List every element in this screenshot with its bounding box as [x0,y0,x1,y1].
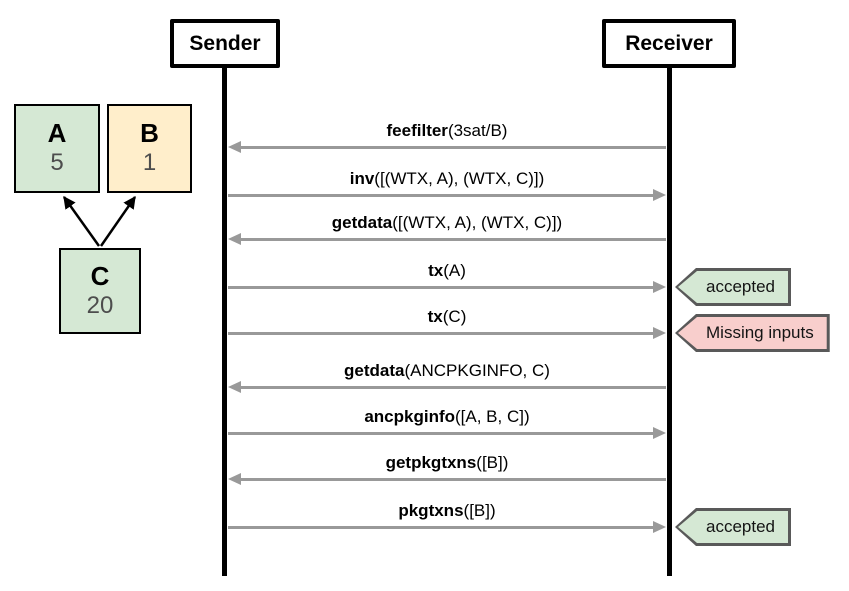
message-name: getpkgtxns [385,453,477,472]
message-name: ancpkginfo [364,407,456,426]
message-arrow-to-sender [228,473,666,485]
lifeline-sender [222,67,227,576]
dependency-arrow-C-B [99,195,137,247]
arrowhead-icon [228,381,241,393]
message-args: ([A, B, C]) [455,407,530,426]
message-label-getdata: getdata(ANCPKGINFO, C) [227,358,667,384]
message-name: tx [427,307,443,326]
message-args: ([B]) [476,453,509,472]
arrowhead-icon [653,189,666,201]
arrow-shaft [228,432,655,435]
message-arrow-to-receiver [228,327,666,339]
message-args: (A) [443,261,466,280]
message-label-pkgtxns: pkgtxns([B]) [227,498,667,524]
message-label-ancpkginfo: ancpkginfo([A, B, C]) [227,404,667,430]
lifeline-receiver [667,67,672,576]
status-badge-label: accepted [678,271,788,303]
message-label-tx: tx(C) [227,304,667,330]
tx-node-fee-value: 5 [50,149,64,177]
arrowhead-icon [653,521,666,533]
message-arrow-to-sender [228,381,666,393]
message-label-getdata: getdata([(WTX, A), (WTX, C)]) [227,210,667,236]
actor-label-sender: Sender [189,31,261,55]
message-arrow-to-receiver [228,521,666,533]
arrow-shaft [228,526,655,529]
message-arrow-to-receiver [228,427,666,439]
actor-box-receiver: Receiver [602,19,736,68]
tx-node-fee-value: 20 [86,291,114,319]
message-args: (3sat/B) [447,121,508,140]
status-badge-error: Missing inputs [675,314,830,352]
arrow-shaft [228,332,655,335]
message-arrow-to-receiver [228,189,666,201]
message-name: getdata [331,213,393,232]
status-badge-label: accepted [678,511,788,543]
message-name: pkgtxns [398,501,464,520]
tx-node-label: C [90,260,110,291]
message-args: ([B]) [463,501,496,520]
arrow-shaft [228,194,655,197]
status-badge-success: accepted [675,268,791,306]
arrowhead-icon [653,427,666,439]
message-label-getpkgtxns: getpkgtxns([B]) [227,450,667,476]
status-badge-label: Missing inputs [678,317,827,349]
arrow-shaft [239,146,666,149]
tx-node-label: A [47,118,67,149]
actor-box-sender: Sender [170,19,280,68]
arrowhead-icon [228,473,241,485]
status-badge-success: accepted [675,508,791,546]
message-name: getdata [344,361,405,380]
message-args: ([(WTX, A), (WTX, C)]) [392,213,563,232]
tx-node-label: B [140,118,159,149]
message-arrow-to-sender [228,233,666,245]
arrowhead-icon [228,233,241,245]
arrowhead-icon [653,281,666,293]
message-args: ([(WTX, A), (WTX, C)]) [374,169,545,188]
message-args: (ANCPKGINFO, C) [404,361,550,380]
message-name: tx [428,261,444,280]
message-label-tx: tx(A) [227,258,667,284]
message-name: inv [349,169,375,188]
arrow-shaft [239,386,666,389]
arrowhead-icon [228,141,241,153]
message-label-feefilter: feefilter(3sat/B) [227,118,667,144]
arrowhead-icon [653,327,666,339]
tx-node-fee-value: 1 [142,149,157,177]
message-name: feefilter [386,121,448,140]
arrow-shaft [228,286,655,289]
actor-label-receiver: Receiver [625,31,713,55]
dependency-arrow-C-A [62,195,101,247]
message-arrow-to-sender [228,141,666,153]
arrow-shaft [239,238,666,241]
arrow-shaft [239,478,666,481]
message-args: (C) [442,307,467,326]
message-label-inv: inv([(WTX, A), (WTX, C)]) [227,166,667,192]
message-arrow-to-receiver [228,281,666,293]
